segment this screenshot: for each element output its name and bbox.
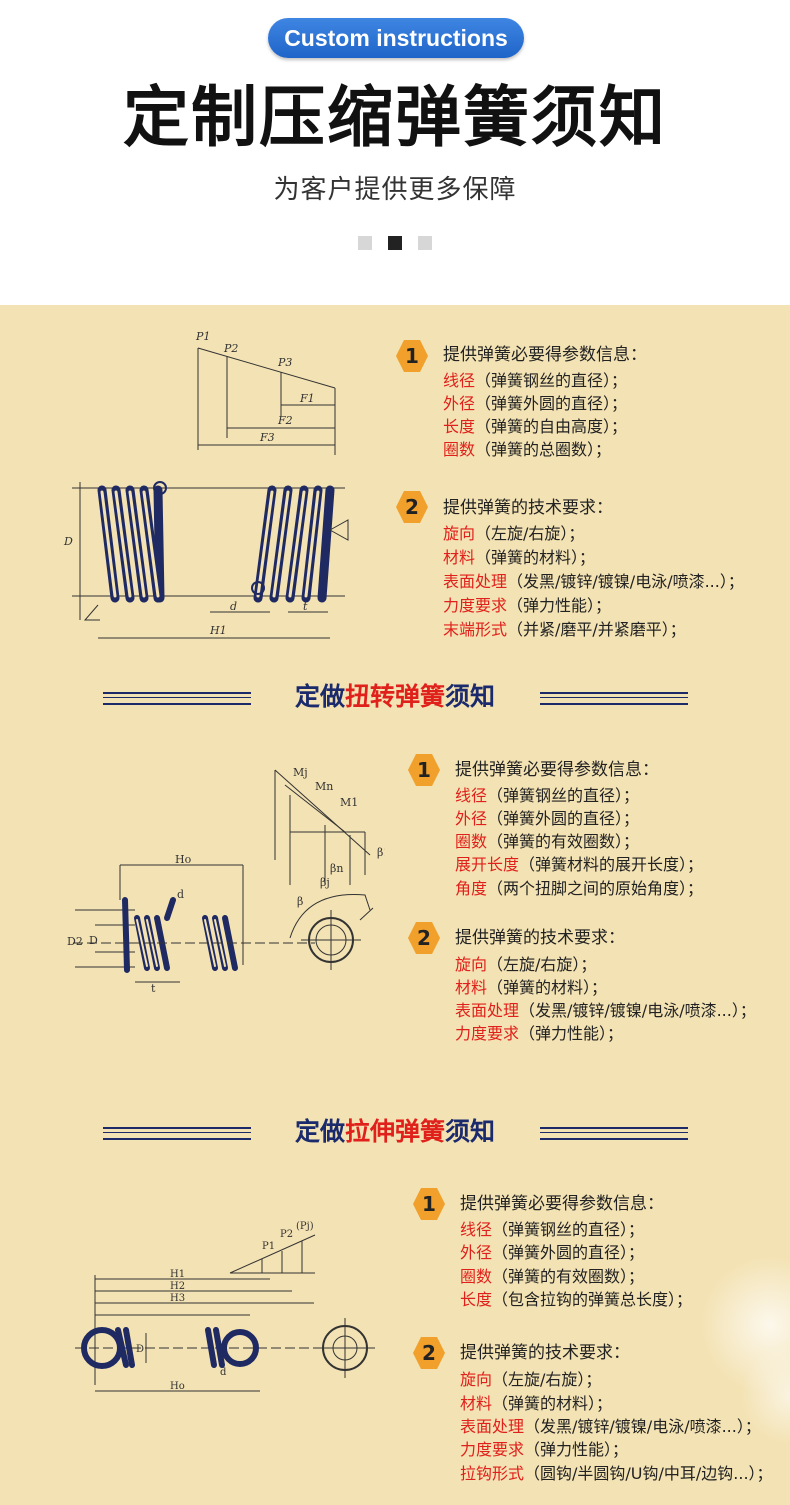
compression-tech-heading: 提供弹簧的技术要求：: [443, 498, 613, 518]
label-h1: H1: [209, 624, 227, 637]
divider-dot-active: [388, 236, 402, 250]
list-item: 表面处理（发黑/镀锌/镀镍/电泳/喷漆...）；: [443, 572, 744, 591]
list-item: 力度要求（弹力性能）；: [443, 596, 612, 615]
extension-heading-text: 定做拉伸弹簧须知: [294, 1117, 496, 1146]
label-beta1: β1: [377, 846, 385, 859]
step-number: 2: [413, 1337, 445, 1369]
label-t: t: [303, 600, 308, 613]
label-p1: P1: [195, 330, 210, 343]
list-item: 圈数（弹簧的总圈数）；: [443, 440, 612, 459]
list-item: 旋向（左旋/右旋）；: [460, 1370, 602, 1389]
heading-rule: [103, 1127, 251, 1140]
label-h3: H3: [170, 1293, 185, 1304]
step-number: 1: [408, 754, 440, 786]
list-item: 材料（弹簧的材料）；: [443, 548, 596, 567]
label-pj: (Pj): [296, 1221, 314, 1232]
label-f1: F1: [299, 392, 315, 405]
list-item: 表面处理（发黑/镀锌/镀镍/电泳/喷漆...）；: [460, 1417, 761, 1436]
list-item: 力度要求（弹力性能）；: [455, 1024, 624, 1043]
label-m1: M1: [340, 796, 358, 809]
list-item: 拉钩形式（圆钩/半圆钩/U钩/中耳/边钩...）；: [460, 1464, 773, 1483]
list-item: 末端形式（并紧/磨平/并紧磨平）；: [443, 620, 686, 639]
torsion-tech-heading: 提供弹簧的技术要求：: [455, 928, 625, 948]
label-d-outer: D: [63, 535, 73, 548]
compression-spring-diagram: P1 P2 P3 F1 F2 F3 D d t H1: [63, 330, 349, 639]
label-p1: P1: [262, 1241, 275, 1252]
list-item: 长度（弹簧的自由高度）；: [443, 417, 628, 436]
heading-rule: [540, 692, 688, 705]
list-item: 线径（弹簧钢丝的直径）；: [455, 786, 640, 805]
page-title: 定制压缩弹簧须知: [123, 79, 667, 156]
label-mn: Mn: [315, 780, 333, 793]
torsion-heading-text: 定做扭转弹簧须知: [294, 682, 496, 711]
torsion-params-heading: 提供弹簧必要得参数信息：: [455, 760, 659, 780]
list-item: 力度要求（弹力性能）；: [460, 1440, 629, 1459]
label-betaj: βj: [320, 876, 330, 889]
list-item: 外径（弹簧外圆的直径）；: [460, 1243, 645, 1262]
label-t: t: [151, 982, 156, 995]
label-ho: Ho: [175, 853, 192, 866]
label-p2: P2: [280, 1229, 293, 1240]
list-item: 角度（两个扭脚之间的原始角度）；: [455, 879, 704, 898]
list-item: 圈数（弹簧的有效圈数）；: [460, 1267, 645, 1286]
extension-tech-heading: 提供弹簧的技术要求：: [460, 1343, 630, 1363]
label-d-outer: D: [89, 934, 98, 947]
label-d-outer: D: [136, 1344, 144, 1355]
list-item: 线径（弹簧钢丝的直径）；: [460, 1220, 645, 1239]
step-number: 1: [396, 340, 428, 372]
list-item: 长度（包含拉钩的弹簧总长度）；: [460, 1290, 693, 1309]
list-item: 外径（弹簧外圆的直径）；: [455, 809, 640, 828]
compression-params-heading: 提供弹簧必要得参数信息：: [443, 345, 647, 365]
heading-rule: [540, 1127, 688, 1140]
extension-spring-diagram: P1 P2 (Pj) H1 H2 H3 D d Ho: [75, 1221, 375, 1392]
label-p3: P3: [277, 356, 292, 369]
list-item: 圈数（弹簧的有效圈数）；: [455, 832, 640, 851]
list-item: 表面处理（发黑/镀锌/镀镍/电泳/喷漆...）；: [455, 1001, 756, 1020]
heading-rule: [103, 692, 251, 705]
label-ho: Ho: [170, 1381, 185, 1392]
extension-section-heading: 定做拉伸弹簧须知: [0, 1112, 790, 1152]
label-betan: βn: [330, 862, 343, 875]
list-item: 外径（弹簧外圆的直径）；: [443, 394, 628, 413]
list-item: 材料（弹簧的材料）；: [455, 978, 608, 997]
list-item: 材料（弹簧的材料）；: [460, 1394, 613, 1413]
extension-params-heading: 提供弹簧必要得参数信息：: [460, 1194, 664, 1214]
label-p2: P2: [223, 342, 238, 355]
step-number: 2: [396, 491, 428, 523]
step-number: 1: [413, 1188, 445, 1220]
label-d2: D2: [67, 935, 83, 948]
label-f3: F3: [259, 431, 275, 444]
list-item: 旋向（左旋/右旋）；: [455, 955, 597, 974]
label-d-wire: d: [230, 600, 237, 613]
label-h1: H1: [170, 1269, 185, 1280]
label-d-wire: d: [177, 888, 184, 901]
label-d-wire: d: [220, 1367, 227, 1378]
list-item: 展开长度（弹簧材料的展开长度）；: [455, 855, 704, 874]
list-item: 线径（弹簧钢丝的直径）；: [443, 371, 628, 390]
divider-dot: [358, 236, 372, 250]
page-subtitle: 为客户提供更多保障: [273, 175, 517, 205]
list-item: 旋向（左旋/右旋）；: [443, 524, 585, 543]
custom-instructions-badge: Custom instructions: [268, 18, 524, 58]
label-h2: H2: [170, 1281, 185, 1292]
torsion-section-heading: 定做扭转弹簧须知: [0, 677, 790, 717]
label-f2: F2: [277, 414, 293, 427]
torsion-spring-diagram: Mj Mn M1 β1 βn βj Ho d D2 D t β: [67, 766, 385, 995]
divider-dot: [418, 236, 432, 250]
step-number: 2: [408, 922, 440, 954]
label-beta: β: [297, 895, 303, 908]
label-mj: Mj: [293, 766, 308, 779]
